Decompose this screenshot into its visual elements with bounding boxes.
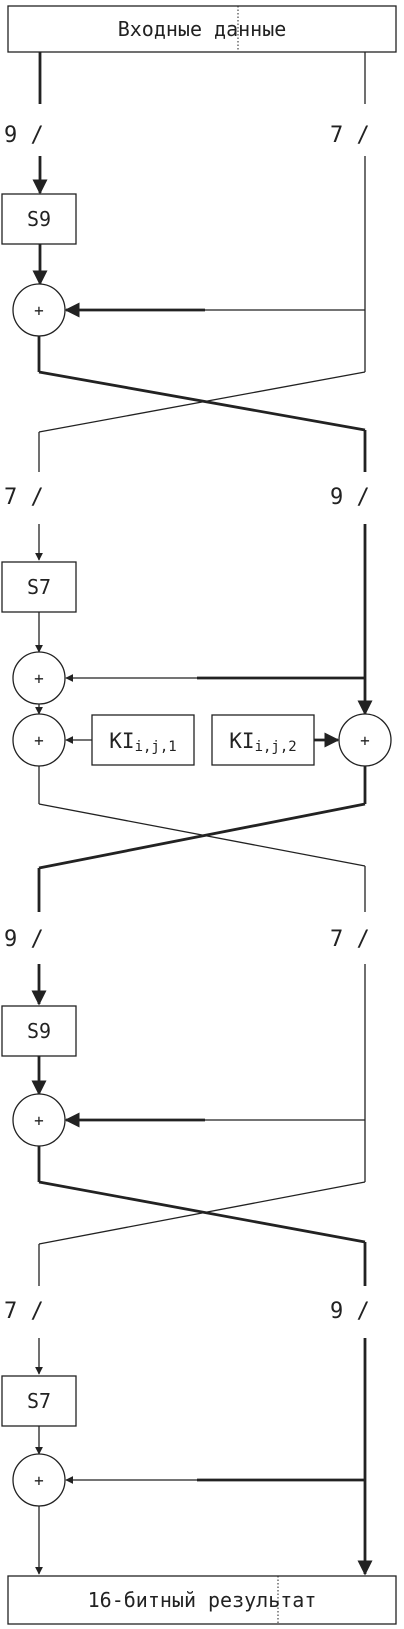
width-label-split2-right: 9 / [330, 485, 370, 510]
xor-node-3-symbol: + [34, 731, 44, 750]
key-ki1-main: KI [109, 729, 134, 753]
cross3-thin [38, 1181, 366, 1245]
xor-node-1-symbol: + [34, 301, 44, 320]
input-box [7, 5, 397, 53]
width-label-split1-right: 7 / [330, 123, 370, 148]
cross3-thick [38, 1180, 366, 1244]
width-label-split4-right: 9 / [330, 1299, 370, 1324]
xor-node-6-symbol: + [34, 1471, 44, 1490]
key-ki1-sub: i,j,1 [135, 739, 177, 755]
width-label-split2-left: 7 / [4, 485, 44, 510]
key-box-ki2-label: KIi,j,2 [229, 729, 296, 755]
width-label-split4-left: 7 / [4, 1299, 44, 1324]
width-label-split3-right: 7 / [330, 927, 370, 952]
key-ki2-sub: i,j,2 [255, 739, 297, 755]
sbox-s9-second-label: S9 [27, 1019, 51, 1043]
sbox-s9-first [1, 193, 77, 245]
xor-node-5-symbol: + [34, 1111, 44, 1130]
xor-node-4-symbol: + [360, 731, 370, 750]
key-box-ki2 [211, 714, 315, 766]
output-box [7, 1575, 397, 1625]
cross1-thin [38, 371, 366, 433]
output-label: 16-битный результат [88, 1588, 317, 1612]
sbox-s7-second-label: S7 [27, 1389, 51, 1413]
cross1-thick [38, 370, 366, 432]
key-box-ki1-label: KIi,j,1 [109, 729, 176, 755]
input-label: Входные данные [118, 17, 287, 41]
key-ki2-main: KI [229, 729, 254, 753]
sbox-s7-first [1, 561, 77, 613]
width-label-split3-left: 9 / [4, 927, 44, 952]
key-box-ki1 [91, 714, 195, 766]
sbox-s7-first-label: S7 [27, 575, 51, 599]
width-label-split1-left: 9 / [4, 123, 44, 148]
cross2-thick [38, 802, 366, 870]
sbox-s9-first-label: S9 [27, 207, 51, 231]
xor-node-2-symbol: + [34, 669, 44, 688]
